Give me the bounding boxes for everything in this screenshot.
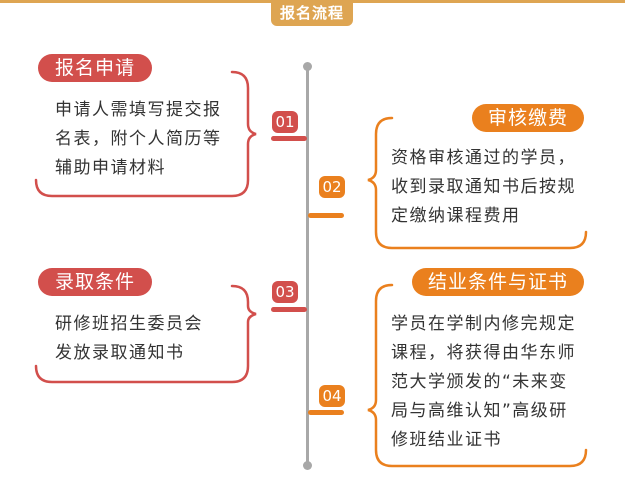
description-line: 名表，附个人简历等 <box>55 129 222 149</box>
description-line: 学员在学制内修完规定 <box>391 314 576 334</box>
step-number-badge: 04 <box>319 385 345 407</box>
description-line: 课程，将获得由华东师 <box>391 343 576 363</box>
step-description: 资格审核通过的学员， 收到录取通知书后按规 定缴纳课程费用 <box>391 144 576 231</box>
timeline-axis <box>306 66 309 466</box>
step-title-pill: 审核缴费 <box>472 104 584 132</box>
step-number-badge: 01 <box>272 111 298 133</box>
step-description: 学员在学制内修完规定 课程，将获得由华东师 范大学颁发的“未来变 局与高维认知”… <box>391 310 576 455</box>
description-line: 范大学颁发的“未来变 <box>391 372 568 392</box>
step-connector <box>308 213 344 218</box>
step-title-pill: 结业条件与证书 <box>412 268 584 296</box>
description-line: 定缴纳课程费用 <box>391 206 521 226</box>
step-number-badge: 02 <box>319 176 345 198</box>
step-number-badge: 03 <box>272 281 298 303</box>
step-title-pill: 报名申请 <box>38 54 152 82</box>
step-connector <box>271 136 307 141</box>
description-line: 收到录取通知书后按规 <box>391 177 576 197</box>
description-line: 申请人需填写提交报 <box>55 100 222 120</box>
description-line: 发放录取通知书 <box>55 343 185 363</box>
description-line: 辅助申请材料 <box>55 158 166 178</box>
timeline-end-dot <box>303 461 312 470</box>
step-connector <box>271 307 307 312</box>
description-line: 局与高维认知”高级研 <box>391 401 568 421</box>
step-connector <box>308 410 344 415</box>
description-line: 研修班招生委员会 <box>55 314 203 334</box>
page-title: 报名流程 <box>271 0 353 26</box>
step-title-pill: 录取条件 <box>38 268 152 296</box>
timeline-start-dot <box>303 62 312 71</box>
description-line: 资格审核通过的学员， <box>391 148 576 168</box>
step-description: 申请人需填写提交报 名表，附个人简历等 辅助申请材料 <box>55 96 222 183</box>
step-description: 研修班招生委员会 发放录取通知书 <box>55 310 203 368</box>
description-line: 修班结业证书 <box>391 430 502 450</box>
